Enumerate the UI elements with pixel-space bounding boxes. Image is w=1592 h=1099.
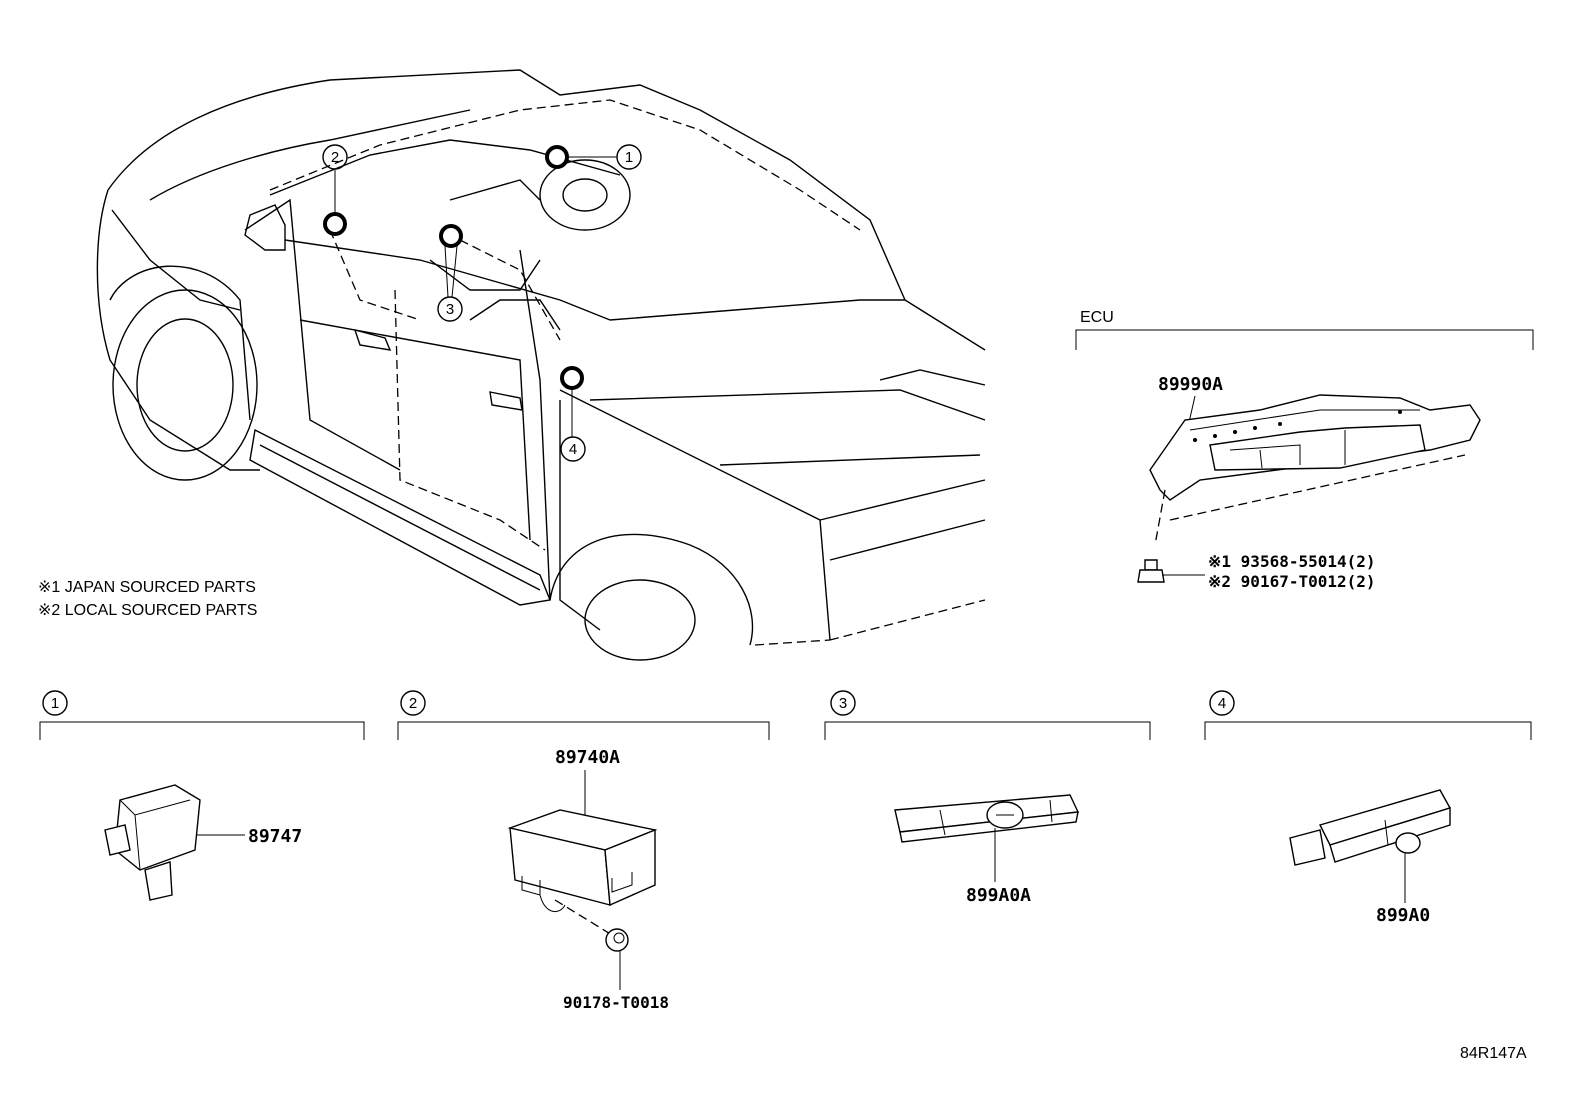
module-89740a-icon [507,809,658,913]
section-2-screw-part-number: 90178-T0018 [563,993,669,1012]
svg-text:3: 3 [446,301,454,318]
antenna-899a0-icon [1289,789,1452,866]
section-2-callout: 2 [409,695,417,712]
ecu-bolt-note-2: ※2 90167-T0012(2) [1208,572,1376,591]
ecu-bolt-icon [1137,559,1165,583]
ecu-group: ECU 89990A ※1 93568-55014(2) ※2 9 [1075,309,1534,591]
note-japan-sourced: ※1 JAPAN SOURCED PARTS [38,579,256,596]
ecu-icon [1149,394,1481,501]
ecu-label: ECU [1080,309,1114,326]
callout-4-vehicle: 4 [560,436,586,462]
ecu-bracket-line [1075,329,1534,350]
ecu-part-number: 89990A [1158,374,1223,395]
callout-1-vehicle: 1 [616,144,642,170]
section-4-part-number: 899A0 [1376,905,1430,926]
antenna-899a0a-icon [894,794,1080,843]
section-1-part-number: 89747 [248,826,302,847]
svg-text:4: 4 [569,441,577,458]
vehicle-illustration [96,69,986,661]
section-4-callout: 4 [1218,695,1226,712]
diagram-code: 84R147A [1460,1045,1527,1062]
section-4: 4 899A0 [1204,690,1532,926]
callout-3-vehicle: 3 [437,296,463,322]
note-local-sourced: ※2 LOCAL SOURCED PARTS [38,602,257,619]
section-1-callout: 1 [51,695,59,712]
svg-text:1: 1 [625,149,633,166]
callout-2-vehicle: 2 [322,144,348,170]
section-3: 3 899A0A [824,690,1151,906]
section-3-part-number: 899A0A [966,885,1031,906]
section-3-callout: 3 [839,695,847,712]
section-2-part-number: 89740A [555,747,620,768]
section-1: 1 89747 [39,690,365,901]
ecu-bolt-note-1: ※1 93568-55014(2) [1208,552,1376,571]
sensor-89747-icon [104,784,201,901]
section-2: 2 89740A 90178-T0018 [397,690,770,1012]
svg-text:2: 2 [331,149,339,166]
clip-screw-icon [605,928,629,952]
